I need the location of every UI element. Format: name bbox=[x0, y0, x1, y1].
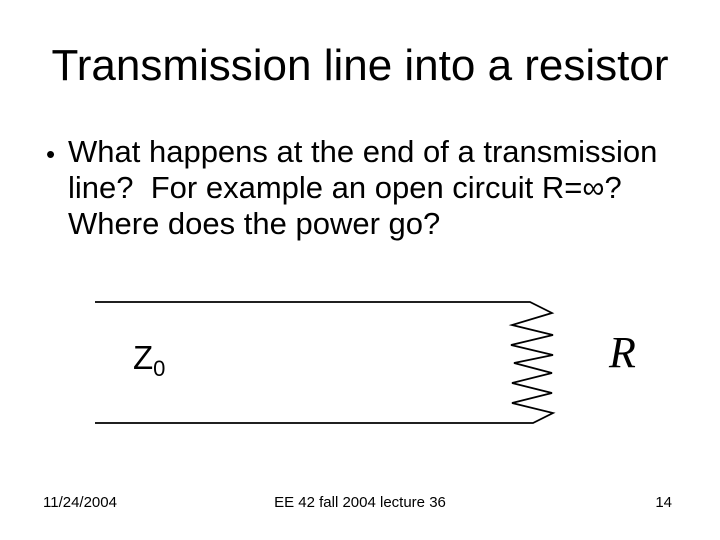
bullet-text: What happens at the end of a transmissio… bbox=[68, 134, 696, 242]
z0-label: Z0 bbox=[133, 341, 165, 380]
bullet-item: • What happens at the end of a transmiss… bbox=[46, 134, 696, 242]
bullet-line-2: line? For example an open circuit R=∞? bbox=[68, 170, 622, 205]
z0-label-subscript: 0 bbox=[153, 356, 166, 381]
bullet-line-1: What happens at the end of a transmissio… bbox=[68, 134, 658, 169]
transmission-line-drawing bbox=[95, 301, 556, 424]
r-label: R bbox=[609, 328, 636, 377]
footer-page-number: 14 bbox=[655, 494, 672, 511]
bullet-marker: • bbox=[46, 139, 56, 169]
transmission-line-and-resistor-zigzag bbox=[95, 301, 556, 424]
slide-title: Transmission line into a resistor bbox=[51, 41, 669, 90]
bullet-line-3: Where does the power go? bbox=[68, 206, 441, 241]
footer-lecture-title: EE 42 fall 2004 lecture 36 bbox=[274, 494, 446, 511]
footer: 11/24/2004 EE 42 fall 2004 lecture 36 14 bbox=[0, 494, 720, 514]
z0-label-letter: Z bbox=[133, 339, 154, 376]
footer-date: 11/24/2004 bbox=[43, 494, 117, 511]
